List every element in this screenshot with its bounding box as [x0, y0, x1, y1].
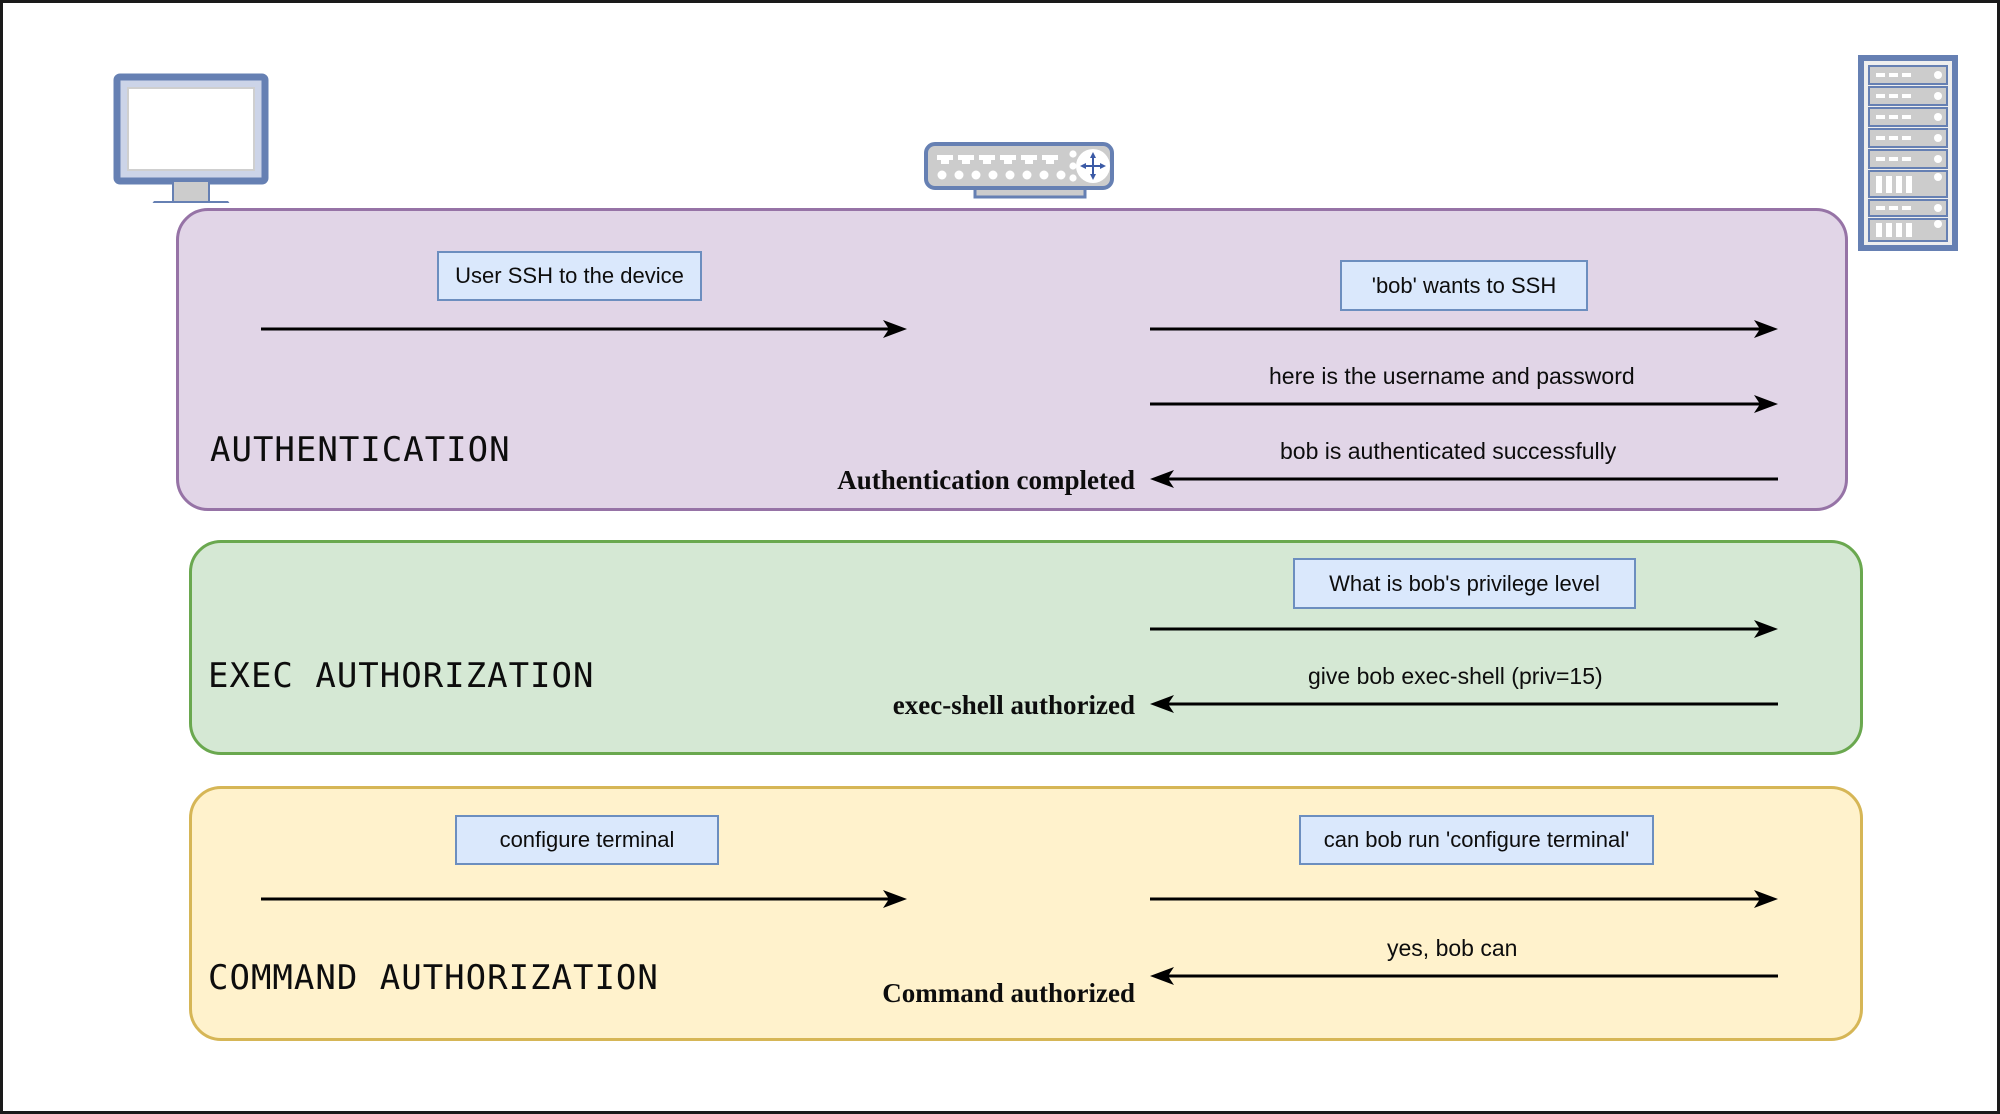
arrow-yes-bob-can-left — [1150, 965, 1778, 987]
network-switch-icon — [923, 141, 1115, 203]
callout-user-ssh: User SSH to the device — [437, 251, 702, 301]
label-authentication-completed: Authentication completed — [837, 465, 1135, 495]
server-rack-icon — [1858, 55, 1958, 251]
label-exec-shell-authorized: exec-shell authorized — [892, 690, 1135, 720]
desktop-computer-icon — [111, 73, 271, 203]
arrow-bob-authenticated-left — [1150, 468, 1778, 490]
label-command-authorized: Command authorized — [882, 978, 1135, 1008]
arrow-configure-terminal-right — [261, 888, 907, 910]
arrow-can-bob-run-right — [1150, 888, 1778, 910]
callout-privilege-level: What is bob's privilege level — [1293, 558, 1636, 609]
arrow-user-ssh-right — [261, 318, 907, 340]
arrow-give-exec-shell-left — [1150, 693, 1778, 715]
callout-can-bob-run: can bob run 'configure terminal' — [1299, 815, 1654, 865]
arrow-privilege-level-right — [1150, 618, 1778, 640]
section-title-command-authorization: COMMAND AUTHORIZATION — [208, 958, 659, 998]
label-give-exec-shell: give bob exec-shell (priv=15) — [1308, 663, 1603, 689]
label-username-password: here is the username and password — [1269, 363, 1635, 389]
callout-configure-terminal: configure terminal — [455, 815, 719, 865]
label-yes-bob-can: yes, bob can — [1387, 935, 1518, 961]
label-bob-authenticated: bob is authenticated successfully — [1280, 438, 1617, 464]
section-title-exec-authorization: EXEC AUTHORIZATION — [208, 656, 595, 696]
section-title-authentication: AUTHENTICATION — [210, 430, 511, 470]
arrow-bob-wants-ssh-right — [1150, 318, 1778, 340]
callout-bob-wants-ssh: 'bob' wants to SSH — [1340, 260, 1588, 311]
arrow-username-password-right — [1150, 393, 1778, 415]
